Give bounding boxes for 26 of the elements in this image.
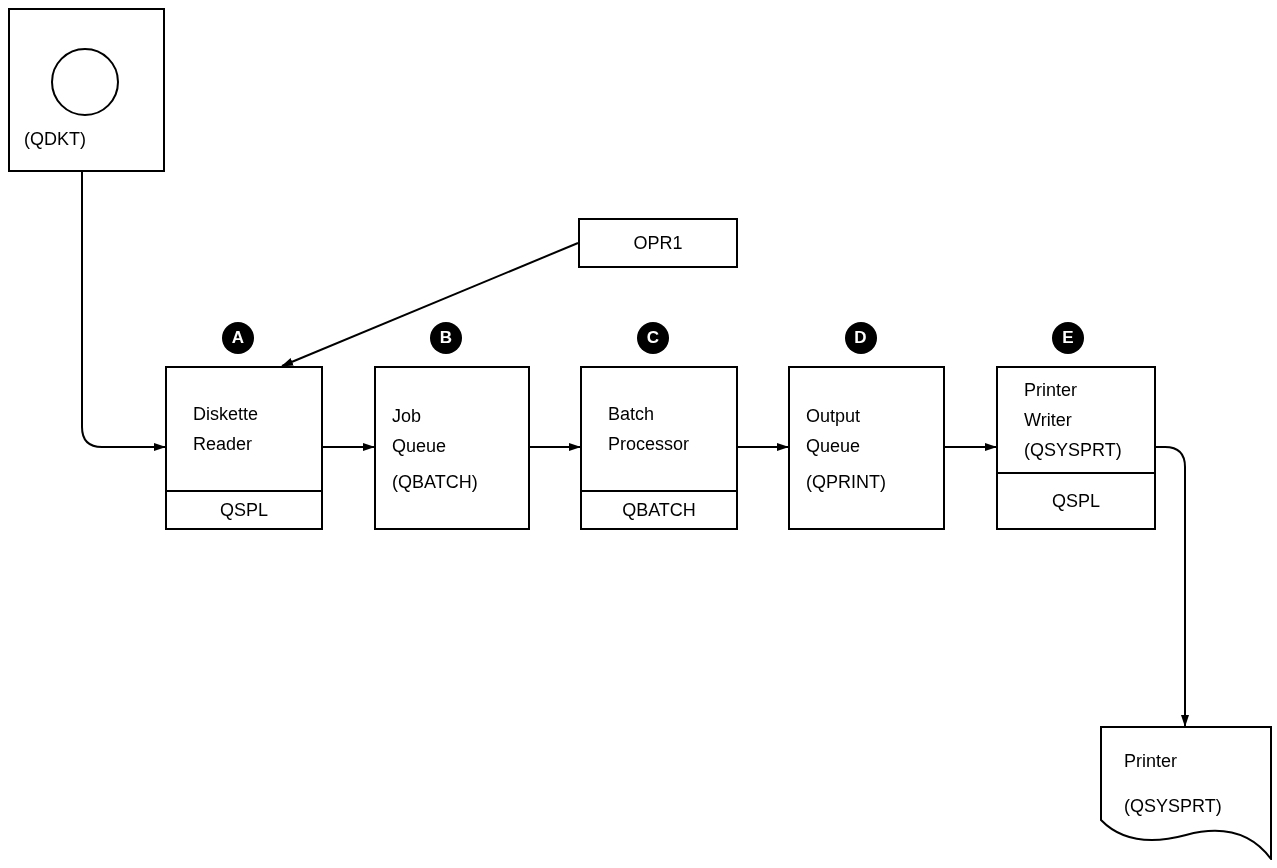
node-label: Printer bbox=[1124, 750, 1178, 773]
node-title: Printer Writer (QSYSPRT) bbox=[1024, 379, 1123, 462]
node-title: Batch Processor bbox=[608, 403, 691, 456]
node-subtitle: QSPL bbox=[220, 498, 268, 522]
arrow bbox=[281, 242, 579, 367]
node-subtitle: (QPRINT) bbox=[806, 470, 887, 494]
node-subtitle: QBATCH bbox=[622, 498, 696, 522]
arrow bbox=[529, 443, 581, 451]
callout-letter: A bbox=[222, 322, 254, 354]
node-subtitle: (QBATCH) bbox=[392, 470, 479, 494]
callout-letter: E bbox=[1052, 322, 1084, 354]
arrow bbox=[1155, 446, 1189, 727]
node-title: Job Queue bbox=[392, 404, 448, 458]
node-subtitle: QSPL bbox=[1052, 489, 1100, 513]
arrow bbox=[322, 443, 375, 451]
callout-letter: D bbox=[844, 322, 877, 354]
callout-letter: B bbox=[430, 322, 462, 354]
arrow bbox=[737, 443, 789, 451]
callout-letter: C bbox=[637, 322, 669, 354]
unit-label: (QDKT) bbox=[24, 128, 86, 151]
node-title: Diskette Reader bbox=[193, 403, 260, 456]
arrow bbox=[81, 171, 166, 451]
node-label: OPR1 bbox=[633, 231, 683, 255]
node-label: (QSYSPRT) bbox=[1124, 795, 1222, 818]
arrow bbox=[944, 443, 997, 451]
node-title: Output Queue bbox=[806, 404, 862, 458]
